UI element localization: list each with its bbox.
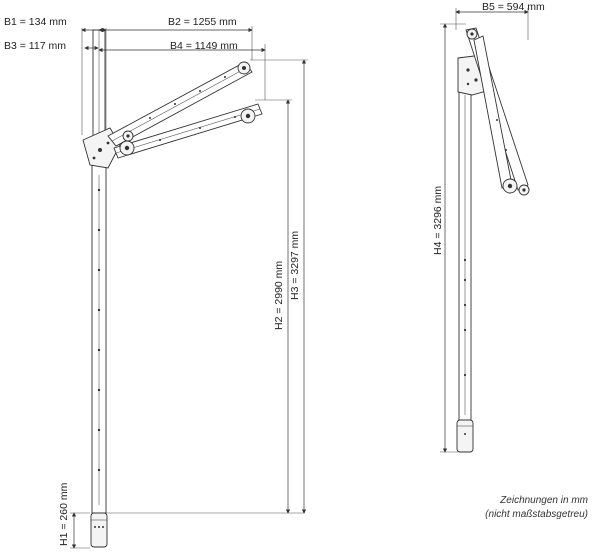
lower-arm: [113, 103, 263, 159]
b1-label: B1 = 134 mm: [4, 16, 67, 28]
dim-b1: B1 = 134 mm: [4, 16, 107, 135]
b3-label: B3 = 117 mm: [4, 40, 66, 52]
folded-arms: [465, 27, 530, 196]
h1-label: H1 = 260 mm: [58, 482, 70, 546]
folded-foot: [456, 419, 474, 453]
b5-label: B5 = 594 mm: [482, 1, 545, 13]
b2-label: B2 = 1255 mm: [168, 16, 237, 28]
dim-h4: H4 = 3296 mm: [432, 23, 466, 453]
dim-h2: H2 = 2990 mm: [255, 99, 292, 514]
note-line-2: (nicht maßstabsgetreu): [485, 509, 588, 520]
note-line-1: Zeichnungen in mm: [499, 495, 588, 506]
h4-label: H4 = 3296 mm: [432, 186, 444, 255]
dim-h3: H3 = 3297 mm: [250, 59, 308, 514]
left-view: B1 = 134 mm B3 = 117 mm B2 = 1255 mm B4 …: [4, 16, 308, 549]
dim-b4: B4 = 1149 mm: [98, 40, 266, 100]
mast-pole: [91, 29, 107, 514]
dim-h1: H1 = 260 mm: [58, 482, 90, 549]
dim-b3: B3 = 117 mm: [4, 40, 99, 52]
b4-label: B4 = 1149 mm: [170, 40, 238, 52]
dim-b5: B5 = 594 mm: [455, 1, 545, 40]
scale-note: Zeichnungen in mm (nicht maßstabsgetreu): [485, 495, 588, 520]
upper-arm: [107, 61, 253, 147]
mast-holes: [97, 188, 101, 472]
folded-pole: [458, 89, 472, 421]
dim-b2: B2 = 1255 mm: [98, 16, 253, 60]
joint-pulleys: [119, 130, 135, 156]
h2-label: H2 = 2990 mm: [273, 261, 285, 330]
h3-label: H3 = 3297 mm: [289, 231, 301, 300]
right-view: B5 = 594 mm H4 = 3296 mm: [432, 1, 545, 453]
mast-foot: [90, 512, 108, 548]
